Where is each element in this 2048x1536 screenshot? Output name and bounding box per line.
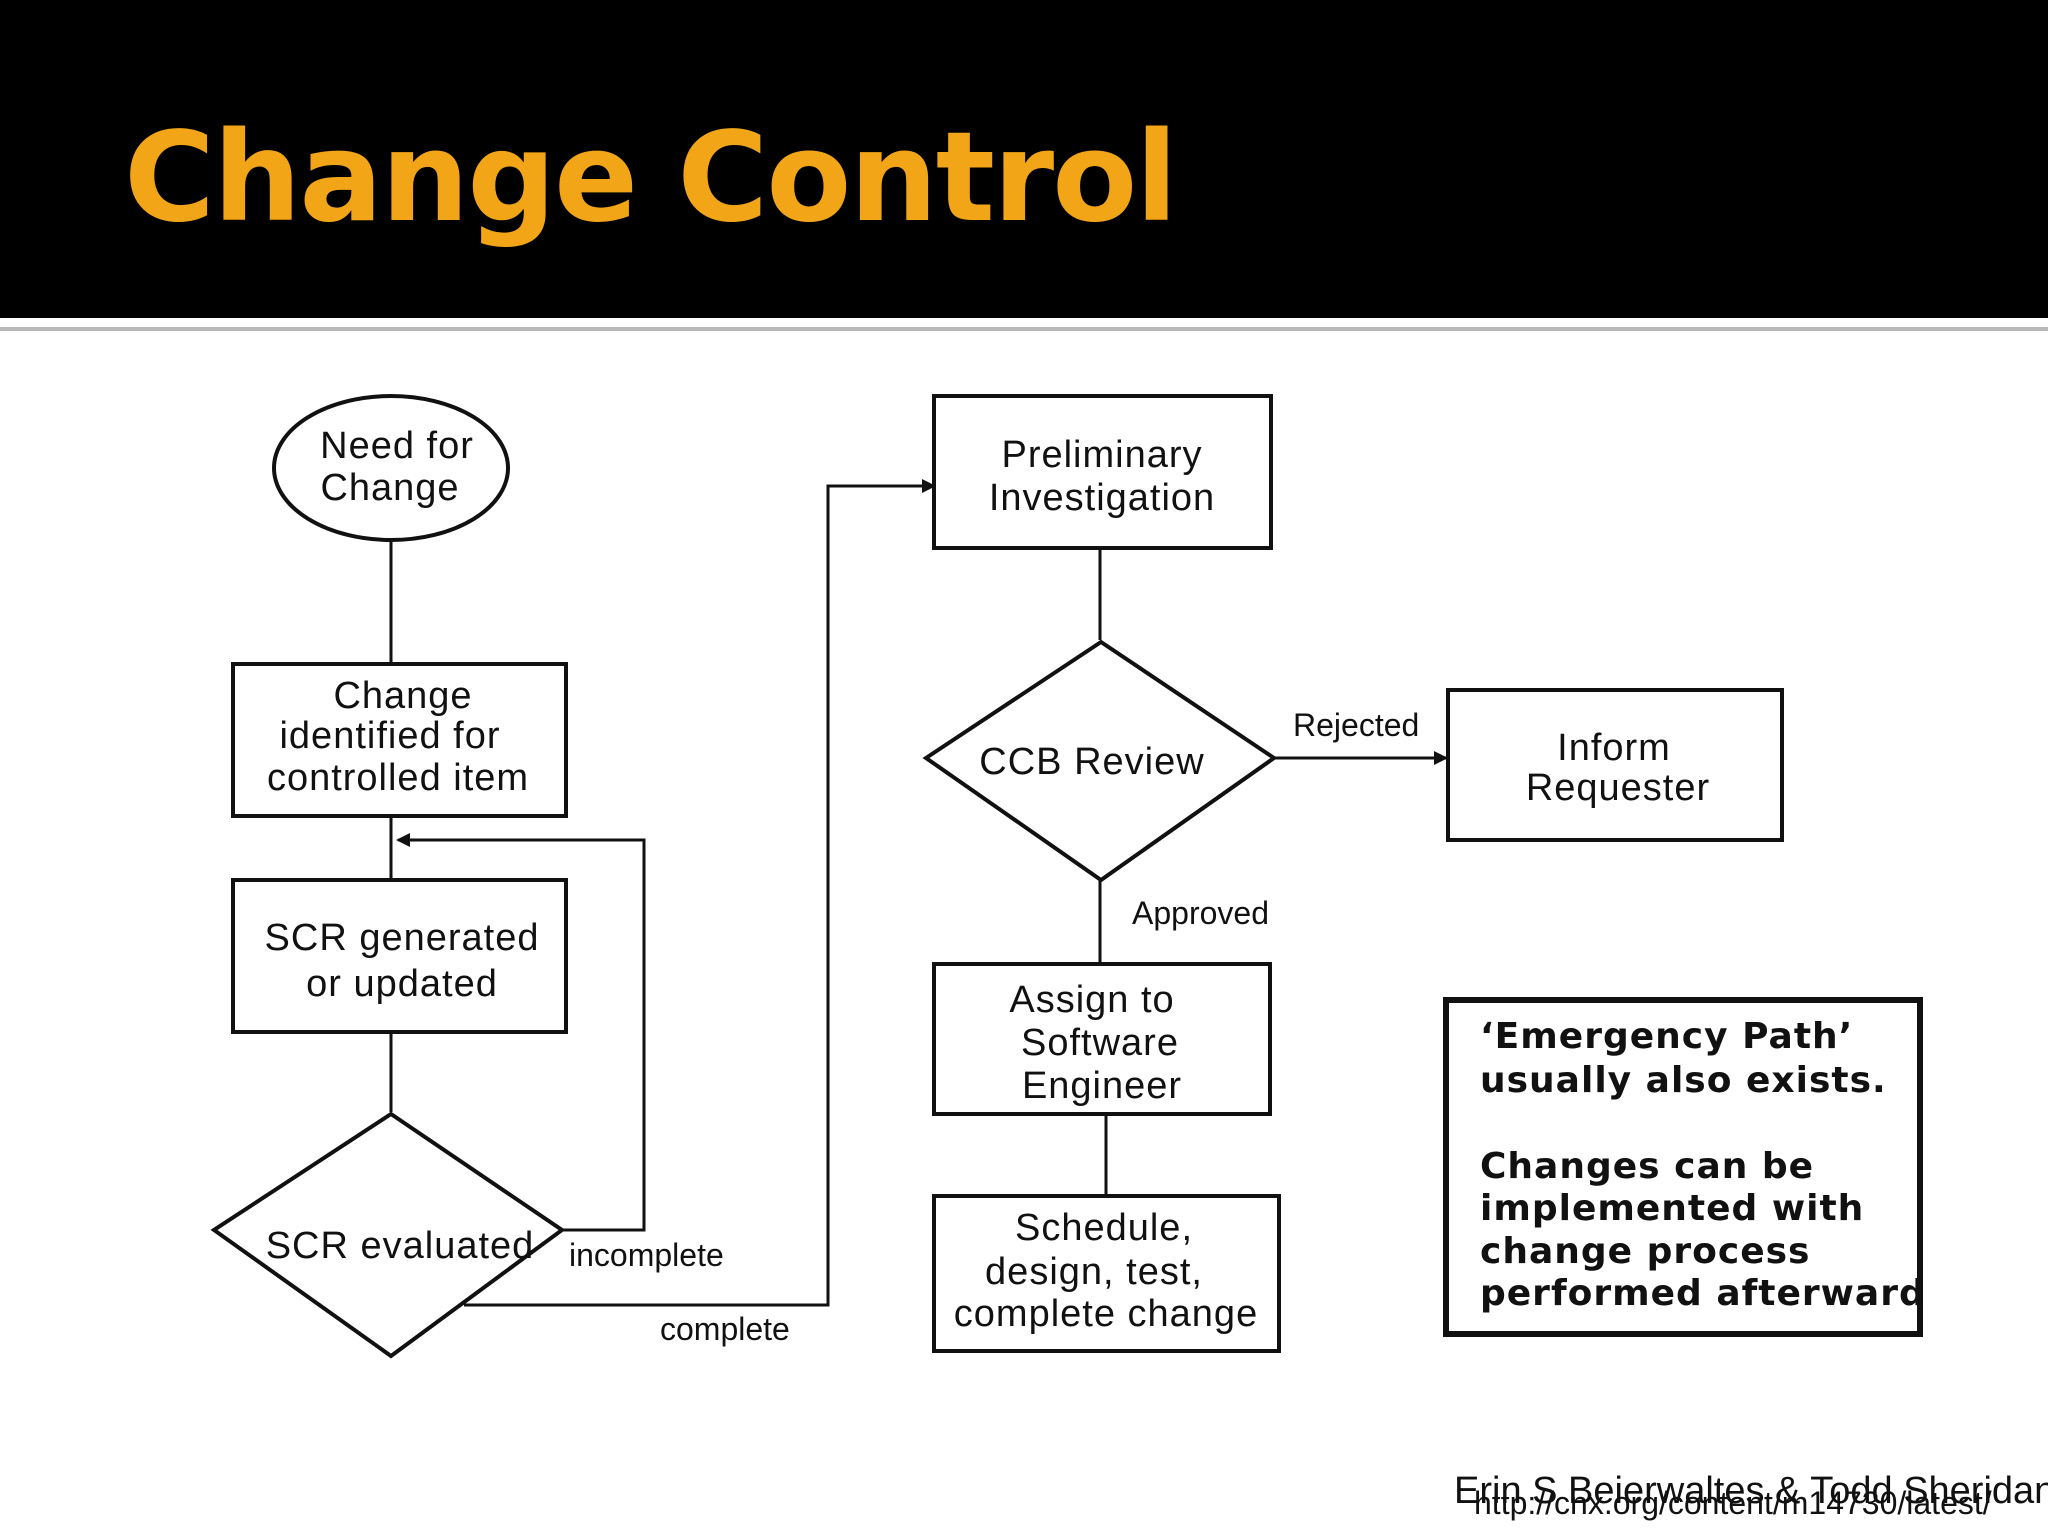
svg-text:Need for: Need for — [320, 425, 474, 467]
node-ccb-review: CCB Review — [922, 639, 1278, 883]
node-change-identified: Change identified for controlled item — [231, 662, 568, 818]
node-need-for-change: Need for Change — [272, 394, 510, 542]
edge-complete — [464, 479, 936, 1307]
source-url: http://cnx.org/content/m14730/latest/ — [1474, 1485, 1992, 1521]
note-line7: performed afterward — [1480, 1273, 1926, 1314]
node-inform-requester-line2: Requester — [1526, 767, 1710, 809]
node-need-for-change-line1: Need for — [320, 425, 474, 467]
node-assign-engineer: Assign to Software Engineer — [932, 962, 1272, 1116]
edge-incomplete-loop — [396, 833, 646, 1232]
node-schedule-line2: design, test, — [985, 1251, 1203, 1293]
svg-text:Change: Change — [320, 467, 459, 509]
edge-label-complete: complete — [660, 1311, 790, 1347]
node-inform-requester-line1: Inform — [1557, 727, 1671, 769]
node-assign-engineer-line2: Software — [1021, 1022, 1179, 1064]
note-line2: usually also exists. — [1480, 1060, 1887, 1101]
node-preliminary-investigation-line1: Preliminary — [1001, 434, 1202, 476]
edge-label-rejected: Rejected — [1293, 707, 1419, 743]
note-line1: ‘Emergency Path’ — [1480, 1016, 1853, 1057]
note-line4: Changes can be — [1480, 1146, 1814, 1187]
edge-label-approved: Approved — [1132, 895, 1269, 931]
node-assign-engineer-line3: Engineer — [1022, 1065, 1182, 1107]
edge-label-incomplete: incomplete — [569, 1237, 724, 1273]
node-change-identified-line3: controlled item — [267, 757, 529, 799]
node-inform-requester: Inform Requester — [1446, 688, 1784, 842]
node-scr-evaluated: SCR evaluated — [210, 1111, 566, 1359]
node-scr-evaluated-label: SCR evaluated — [266, 1225, 535, 1267]
node-ccb-review-label: CCB Review — [979, 741, 1204, 783]
node-change-identified-line2: identified for — [279, 715, 500, 757]
node-schedule-line1: Schedule, — [1015, 1207, 1193, 1249]
node-change-identified-line1: Change — [333, 675, 472, 717]
title-bar — [0, 0, 2048, 318]
note-line6: change process — [1480, 1231, 1810, 1272]
author-credit: Erin S Beierwaltes & Todd Sheridan — [1454, 1470, 2048, 1512]
node-schedule: Schedule, design, test, complete change — [932, 1194, 1281, 1353]
node-scr-generated-line1: SCR generated — [265, 917, 540, 959]
emergency-path-note: ‘Emergency Path’ usually also exists. Ch… — [1443, 997, 1926, 1337]
node-schedule-line3: complete change — [954, 1293, 1258, 1335]
node-need-for-change-line2: Change — [320, 467, 459, 509]
node-assign-engineer-line1: Assign to — [1009, 979, 1174, 1021]
slide-title: Change Control — [124, 106, 1178, 250]
node-scr-generated: SCR generated or updated — [231, 878, 568, 1034]
node-preliminary-investigation: Preliminary Investigation — [932, 394, 1273, 550]
node-scr-generated-line2: or updated — [306, 963, 498, 1005]
title-divider — [0, 327, 2048, 331]
node-preliminary-investigation-line2: Investigation — [989, 477, 1215, 519]
note-line5: implemented with — [1480, 1188, 1864, 1229]
